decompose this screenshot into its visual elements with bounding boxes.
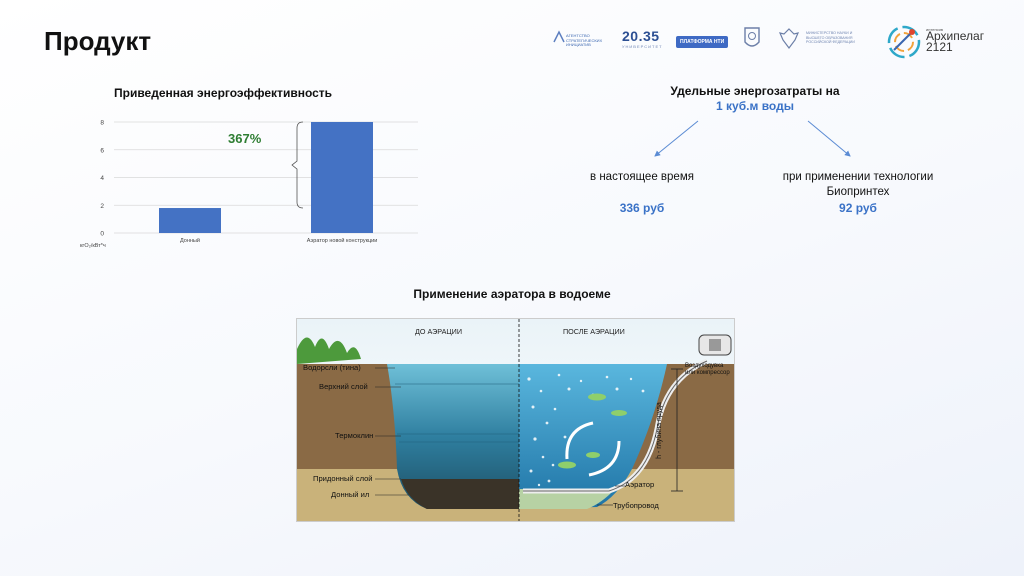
partner-logos: АГЕНТСТВО СТРАТЕГИЧЕСКИХ ИНИЦИАТИВ 20.35… <box>552 22 992 64</box>
bar <box>311 122 373 233</box>
archipelago-logo-icon <box>887 25 921 59</box>
chart-title: Приведенная энергоэффективность <box>114 86 333 100</box>
energy-title-line2: 1 куб.м воды <box>716 99 794 113</box>
aeration-title: Применение аэратора в водоеме <box>413 287 611 301</box>
x-category-label: Аэратор новой конструкции <box>307 237 378 244</box>
future-cost-label-line2: Биопринтех <box>826 186 890 198</box>
coat-of-arms-icon <box>744 27 760 47</box>
depth-label: h - глубина пруда <box>655 402 663 459</box>
aeration-illustration <box>297 319 734 521</box>
nti-platform-logo: ПЛАТФОРМА НТИ <box>676 36 729 48</box>
increase-percent: 367% <box>228 131 262 146</box>
archipelago-small-text: интенсив <box>926 27 944 32</box>
layer-silt-label: Донный ил <box>331 490 370 499</box>
arrow-right-icon <box>807 120 851 157</box>
layer-algae-label: Водорсли (тина) <box>303 363 361 372</box>
layer-bottom-label: Придонный слой <box>313 474 373 483</box>
university-2035-number: 20.35 <box>622 28 660 44</box>
y-tick-label: 8 <box>100 120 104 127</box>
y-tick-label: 2 <box>100 203 104 210</box>
blower-label: Воздуходувка или компрессор <box>685 363 730 377</box>
page-title: Продукт <box>44 26 152 56</box>
asi-logo-icon <box>553 30 565 43</box>
future-cost-label: при применении технологии Биопринтех <box>758 170 958 200</box>
pipeline-label: Трубопровод <box>613 501 659 510</box>
before-aeration-label: ДО АЭРАЦИИ <box>415 327 463 336</box>
arrow-left-icon <box>654 120 699 157</box>
current-cost-label: в настоящее время <box>590 171 694 183</box>
branch-arrows <box>654 120 851 157</box>
layer-thermocline-label: Термоклин <box>335 431 374 440</box>
aerator-label: Аэратор <box>625 480 655 489</box>
future-cost-label-line1: при применении технологии <box>782 171 934 183</box>
archipelago-logo: интенсив Архипелаг 2121 <box>886 24 984 65</box>
current-cost-value: 336 руб <box>619 201 665 215</box>
y-tick-label: 6 <box>100 147 104 154</box>
energy-title-line1: Удельные энергозатраты на <box>670 84 840 98</box>
future-cost-value: 92 руб <box>839 201 877 215</box>
asi-logo: АГЕНТСТВО СТРАТЕГИЧЕСКИХ ИНИЦИАТИВ <box>552 26 604 56</box>
archipelago-name: Архипелаг 2121 <box>926 29 985 54</box>
y-tick-label: 4 <box>100 175 104 182</box>
x-category-label: Донный <box>180 237 200 244</box>
university-2035-logo: 20.35 УНИВЕРСИТЕТ <box>622 28 663 49</box>
layer-top-label: Верхний слой <box>319 382 368 391</box>
y-tick-label: 0 <box>100 231 104 238</box>
asi-logo-text: АГЕНТСТВО СТРАТЕГИЧЕСКИХ ИНИЦИАТИВ <box>566 33 603 47</box>
after-aeration-label: ПОСЛЕ АЭРАЦИИ <box>563 327 625 336</box>
energy-costs-title: Удельные энергозатраты на 1 куб.м воды <box>630 84 880 114</box>
university-2035-caption: УНИВЕРСИТЕТ <box>622 44 663 49</box>
increase-bracket <box>291 121 304 209</box>
blower-label-line2: или компрессор <box>685 370 730 376</box>
blower-label-line1: Воздуходувка <box>685 363 724 369</box>
bar <box>159 208 221 233</box>
y-axis-unit: кгО₂/кВт*ч <box>80 243 106 249</box>
aeration-diagram: ДО АЭРАЦИИ ПОСЛЕ АЭРАЦИИ Водорсли (тина)… <box>296 318 735 522</box>
eagle-emblem-icon <box>778 28 800 49</box>
ministry-logo-text: МИНИСТЕРСТВО НАУКИ И ВЫСШЕГО ОБРАЗОВАНИЯ… <box>806 31 855 44</box>
